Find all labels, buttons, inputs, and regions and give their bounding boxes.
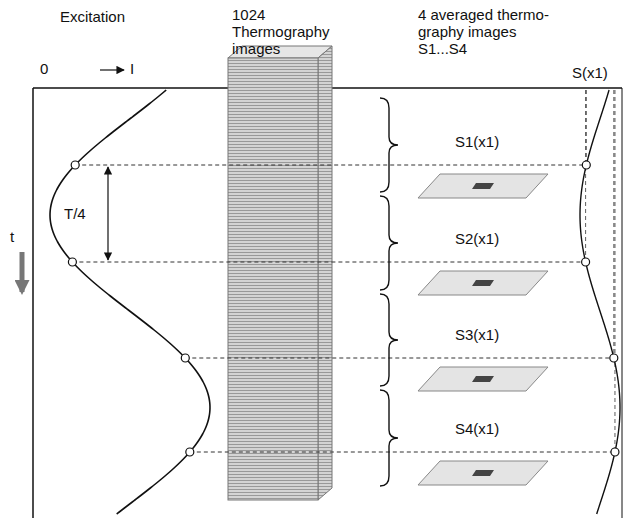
sample-point <box>68 258 76 266</box>
sample-line <box>185 358 614 359</box>
hot-spot <box>472 470 494 476</box>
period-arrow <box>107 167 108 260</box>
column-heading: 1024 Thermography images <box>232 6 352 57</box>
sample-point <box>181 354 189 362</box>
averaged-image <box>418 174 548 198</box>
value-line <box>614 90 615 452</box>
hot-spot <box>472 183 494 189</box>
brace <box>380 390 398 486</box>
signal-point <box>610 354 618 362</box>
signal-point <box>582 161 590 169</box>
averaged-image <box>418 271 548 295</box>
averaged-image <box>418 461 548 485</box>
sample-point <box>71 161 79 169</box>
signal-label: S(x1) <box>572 64 608 81</box>
axis-label: t <box>10 228 14 245</box>
brace <box>380 196 398 290</box>
column-heading: 4 averaged thermo- graphy images S1...S4 <box>418 6 568 57</box>
stack-side <box>318 46 332 500</box>
time-arrow <box>20 252 25 292</box>
axis-label: I <box>130 60 134 77</box>
brace <box>380 294 398 386</box>
image-label: S4(x1) <box>455 420 499 437</box>
sample-point <box>186 448 194 456</box>
value-line <box>585 90 586 262</box>
brace <box>380 98 398 192</box>
image-label: S3(x1) <box>455 326 499 343</box>
period-label: T/4 <box>64 205 86 222</box>
current-arrow <box>100 69 124 70</box>
signal-curve <box>580 90 620 514</box>
sample-line <box>72 262 585 263</box>
sample-line <box>190 452 615 453</box>
image-label: S1(x1) <box>455 133 499 150</box>
averaged-image <box>418 367 548 391</box>
image-label: S2(x1) <box>455 230 499 247</box>
image-stack <box>228 58 318 500</box>
frame-left <box>32 88 34 518</box>
signal-point <box>582 258 590 266</box>
column-heading: Excitation <box>60 8 125 25</box>
sample-line <box>75 165 586 166</box>
signal-point <box>611 448 619 456</box>
value-line <box>613 90 614 358</box>
excitation-curve <box>50 90 210 514</box>
hot-spot <box>472 280 494 286</box>
frame-right <box>622 88 623 518</box>
axis-origin: 0 <box>40 60 48 77</box>
hot-spot <box>472 376 494 382</box>
